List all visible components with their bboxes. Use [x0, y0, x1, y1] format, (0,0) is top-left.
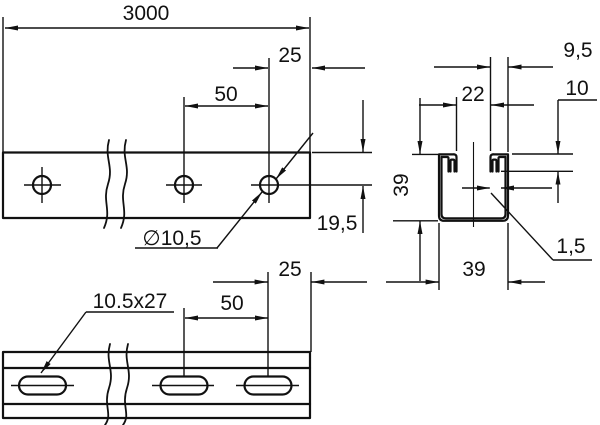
dim-hole-diameter: ∅10,5	[142, 227, 201, 250]
dim-slot-spacing: 50	[220, 292, 243, 315]
right-lip-inner	[497, 155, 507, 173]
dim-lip-depth: 10	[565, 77, 588, 100]
dim-overall-length: 3000	[123, 2, 170, 25]
dim-end-offset: 25	[278, 258, 301, 281]
dim-section-height: 39	[390, 173, 413, 196]
side-view-slotted-holes: 25 50 10.5x27	[1, 258, 367, 425]
leader-line	[216, 191, 263, 249]
dim-slot-size: 10.5x27	[93, 290, 168, 313]
leader-line	[490, 192, 554, 261]
leader-line	[275, 132, 314, 180]
side-view-round-holes: 3000 25 50 19,5 ∅10,5	[1, 2, 372, 250]
dim-hole-spacing: 50	[214, 83, 237, 106]
dim-end-offset: 25	[278, 44, 301, 67]
break-line	[104, 343, 112, 425]
dim-wall-thickness: 1,5	[556, 235, 585, 258]
right-lip-outer	[489, 153, 495, 173]
break-line	[122, 343, 130, 425]
rail-body	[1, 350, 312, 420]
left-lip-inner	[440, 155, 450, 173]
dim-opening-width: 22	[461, 83, 484, 106]
break-line	[120, 139, 128, 229]
left-lip-fold	[449, 158, 456, 173]
left-lip-outer	[452, 153, 458, 173]
cross-section-view: 39 39 22 9,5 10 1,5	[386, 39, 597, 290]
dim-lip-width: 9,5	[563, 39, 592, 62]
leader-line	[40, 311, 87, 374]
dim-section-width: 39	[462, 258, 485, 281]
dim-hole-center-offset: 19,5	[317, 212, 358, 235]
break-line	[103, 139, 111, 229]
right-lip-fold	[491, 158, 498, 173]
